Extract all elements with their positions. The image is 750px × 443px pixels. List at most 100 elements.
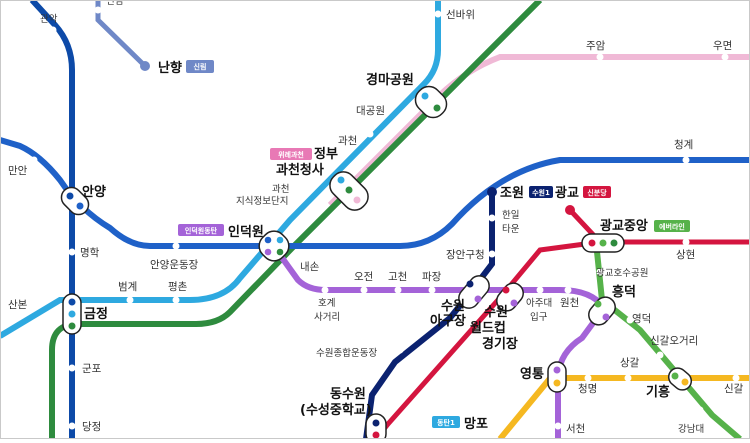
badge-mangpo: 동탄1 <box>432 416 460 428</box>
label-sanbon[interactable]: 산본 <box>8 299 28 311</box>
label-gocheon[interactable]: 고천 <box>388 271 407 283</box>
label-singal[interactable]: 신갈 <box>724 382 744 395</box>
label-manan[interactable]: 만안 <box>8 165 28 177</box>
label-gwacheon-gov-2[interactable]: 지식정보단지 <box>236 196 288 207</box>
svg-text:위례과천: 위례과천 <box>278 150 304 159</box>
label-geumjeong[interactable]: 금정 <box>84 306 108 322</box>
label-yeongtong[interactable]: 영통 <box>520 367 544 382</box>
label-indeogwon[interactable]: 인덕원 <box>228 224 264 240</box>
svg-text:신분당: 신분당 <box>587 188 607 197</box>
line-lightgreen <box>593 241 742 442</box>
line-4-west <box>29 0 75 439</box>
label-suwon-wc-1[interactable]: 수원 <box>484 305 508 320</box>
label-juam[interactable]: 주암 <box>586 40 606 52</box>
transfer-dongsuwon[interactable] <box>365 413 387 443</box>
label-jowon[interactable]: 조원 <box>500 186 524 201</box>
label-gwanak: 관악 <box>40 13 58 25</box>
label-myeonghak[interactable]: 명학 <box>80 247 100 259</box>
transfer-giheung[interactable] <box>665 364 695 393</box>
label-hanil-2[interactable]: 타운 <box>502 224 520 235</box>
label-gyeongma[interactable]: 경마공원 <box>366 72 414 88</box>
label-cheonggye[interactable]: 청계 <box>674 139 693 151</box>
label-singal-ogeori[interactable]: 신갈오거리 <box>650 334 698 347</box>
label-hogye-1[interactable]: 호계 <box>318 297 335 309</box>
label-ajou-1[interactable]: 아주대 <box>526 298 552 309</box>
transfer-gyeongma[interactable] <box>410 81 451 122</box>
label-dangjeong[interactable]: 당정 <box>82 421 101 433</box>
transfer-yeongtong[interactable] <box>547 361 567 393</box>
label-sanghyeon[interactable]: 상현 <box>676 249 695 261</box>
label-pajang[interactable]: 파장 <box>422 271 442 283</box>
terminal-jowon[interactable] <box>487 187 497 197</box>
transfer-gwanggyo-center[interactable] <box>581 233 625 253</box>
badge-suwon: 수원1 <box>529 186 553 198</box>
label-ajou-2[interactable]: 입구 <box>530 311 548 323</box>
badge-gwacheon-ext: 위례과천 <box>270 148 312 160</box>
label-woncheon[interactable]: 원천 <box>560 297 579 309</box>
label-suwon-ac-1[interactable]: 수원 <box>441 299 465 314</box>
label-gwanggyo-center[interactable]: 광교중앙 <box>600 218 648 234</box>
label-suwon-wc-2[interactable]: 월드컵 <box>470 320 506 336</box>
label-hanil-1[interactable]: 한일 <box>502 210 519 221</box>
label-gunpo[interactable]: 군포 <box>82 363 102 375</box>
svg-text:인덕원동탄: 인덕원동탄 <box>185 226 218 235</box>
label-seocheon[interactable]: 서천 <box>566 423 585 435</box>
badge-gwanggyo: 신분당 <box>583 186 611 198</box>
label-heungdeok[interactable]: 흥덕 <box>612 284 636 300</box>
transfer-indeogwon[interactable] <box>254 226 294 266</box>
label-gwacheon-city[interactable]: 과천청사 <box>276 162 324 178</box>
label-naeson[interactable]: 내손 <box>300 261 320 273</box>
line-suin <box>272 246 608 439</box>
label-cheongmyeong[interactable]: 청명 <box>578 383 597 395</box>
label-gwacheon-prefix: 정부 <box>314 146 338 162</box>
label-jangan[interactable]: 장안구청 <box>446 249 485 261</box>
label-suwon-sports[interactable]: 수원종합운동장 <box>316 348 377 359</box>
label-yeongdeok[interactable]: 영덕 <box>632 313 651 325</box>
label-gwacheon[interactable]: 과천 <box>338 135 357 147</box>
label-namhyang[interactable]: 난향 <box>158 60 182 76</box>
label-beomgye[interactable]: 범계 <box>118 281 137 293</box>
label-ojeon[interactable]: 오전 <box>354 271 373 283</box>
line-yellow <box>497 372 750 441</box>
svg-text:신림: 신림 <box>194 62 207 71</box>
label-anyang-undong[interactable]: 안양운동장 <box>150 259 199 271</box>
transfer-suwon-ac[interactable] <box>455 272 493 312</box>
station-dots <box>26 6 740 430</box>
line-green <box>49 0 543 439</box>
label-dongsuwon[interactable]: 동수원 <box>330 387 366 402</box>
svg-text:수원1: 수원1 <box>532 188 550 197</box>
transfer-anyang[interactable] <box>57 183 92 218</box>
label-seonbawi[interactable]: 선바위 <box>446 8 475 21</box>
line-navy <box>363 192 495 440</box>
label-top-faded: 신림 <box>106 0 123 7</box>
line-sillim <box>95 0 148 69</box>
label-hogye-2[interactable]: 사거리 <box>314 312 340 323</box>
label-suwon-ac-2[interactable]: 아구장 <box>430 313 466 329</box>
label-anyang[interactable]: 안양 <box>82 184 106 200</box>
label-gwacheon-gov-1[interactable]: 과천 <box>272 184 289 195</box>
label-gwanggyo-lake[interactable]: 광교호수공원 <box>596 267 648 279</box>
badge-gwanggyo-center: 에버라인 <box>654 220 690 232</box>
label-gwanggyo[interactable]: 광교 <box>555 186 579 201</box>
label-pyeongchon[interactable]: 평촌 <box>168 281 188 293</box>
label-daegongwon[interactable]: 대공원 <box>356 105 385 117</box>
label-giheung[interactable]: 기흥 <box>646 384 670 400</box>
label-suwon-wc-3[interactable]: 경기장 <box>482 336 518 352</box>
transfer-geumjeong[interactable] <box>62 293 82 335</box>
transfer-suwon-wc[interactable] <box>493 279 528 315</box>
label-umyeon[interactable]: 우면 <box>713 40 732 52</box>
transfer-gwacheon-city[interactable] <box>325 167 373 215</box>
terminal-gwanggyo[interactable] <box>565 205 575 215</box>
svg-text:에버라인: 에버라인 <box>659 222 685 231</box>
label-mangpo[interactable]: 망포 <box>464 416 488 432</box>
badge-namhyang: 신림 <box>186 60 214 73</box>
line-1 <box>0 137 750 249</box>
transfer-heungdeok[interactable] <box>585 293 620 329</box>
badge-indeogwon: 인덕원동탄 <box>178 224 224 236</box>
svg-text:동탄1: 동탄1 <box>437 418 455 427</box>
label-sanggal[interactable]: 상갈 <box>620 356 640 369</box>
terminal-namhyang[interactable] <box>140 61 150 71</box>
label-dongsuwon-sub: (수성중학교) <box>300 402 372 418</box>
label-gangnamdae[interactable]: 강남대 <box>678 424 704 435</box>
